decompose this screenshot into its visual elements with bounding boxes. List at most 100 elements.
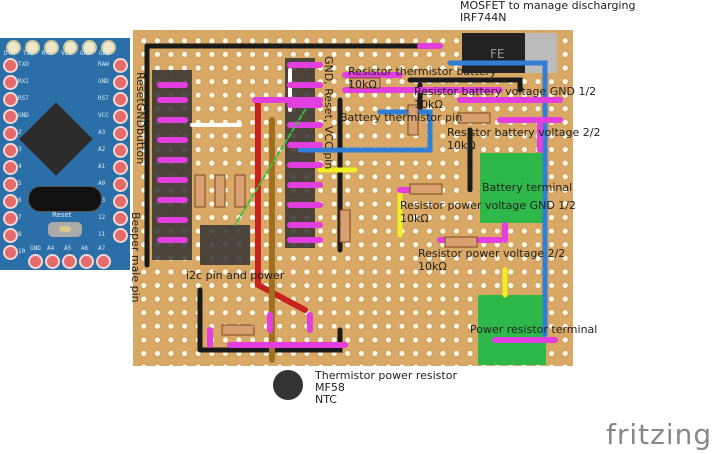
- pin[interactable]: [3, 126, 18, 141]
- wire-green-dashed: [234, 109, 306, 226]
- wire-black-top: [144, 43, 523, 353]
- label-mosfet: MOSFET to manage discharging: [460, 0, 636, 12]
- pin[interactable]: [113, 194, 128, 209]
- pin[interactable]: [44, 40, 59, 55]
- wire-red: [255, 97, 308, 313]
- pin[interactable]: [3, 194, 18, 209]
- power-resistor-terminal-block: [478, 295, 546, 365]
- pin[interactable]: [63, 40, 78, 55]
- pin[interactable]: [113, 160, 128, 175]
- label-mosfet-part: IRF744N: [460, 11, 507, 24]
- pin[interactable]: [45, 254, 60, 269]
- pin[interactable]: [113, 92, 128, 107]
- label-res-pow-22: Resistor power voltage 2/2: [418, 247, 566, 260]
- pin-label: A0: [98, 180, 106, 187]
- pin-label: RST: [98, 95, 109, 102]
- label-therm-model: MF58: [315, 381, 345, 394]
- pin-label: A3: [98, 129, 106, 136]
- pin-label: A4: [47, 245, 55, 252]
- label-therm-type: NTC: [315, 393, 337, 406]
- label-therm-power: Thermistor power resistor: [315, 369, 457, 382]
- pin-label: 12: [98, 214, 106, 221]
- pin[interactable]: [3, 211, 18, 226]
- label-beeper: Beeper male pin: [129, 212, 142, 303]
- pin-label: GND: [80, 50, 91, 57]
- wire-pink: [157, 43, 563, 348]
- pin[interactable]: [25, 40, 40, 55]
- pin[interactable]: [3, 92, 18, 107]
- pin[interactable]: [79, 254, 94, 269]
- pin[interactable]: [101, 40, 116, 55]
- resistor: [194, 174, 206, 208]
- resistor: [214, 174, 226, 208]
- label-power-res-terminal: Power resistor terminal: [470, 323, 598, 336]
- pin-label: VCC: [61, 50, 72, 57]
- resistor-power-22: [444, 236, 478, 248]
- pin[interactable]: [113, 211, 128, 226]
- pin[interactable]: [3, 160, 18, 175]
- pin[interactable]: [82, 40, 97, 55]
- pin-label: 11: [98, 231, 106, 238]
- pin-label: 4: [18, 163, 22, 170]
- resistor-thermistor-power: [221, 324, 255, 336]
- pin-label: VCC: [98, 112, 109, 119]
- pin[interactable]: [113, 75, 128, 90]
- pin[interactable]: [3, 143, 18, 158]
- pin[interactable]: [3, 58, 18, 73]
- mosfet-tab: [525, 33, 557, 73]
- label-battery-terminal: Battery terminal: [482, 181, 573, 194]
- pin-label: GND: [18, 112, 29, 119]
- battery-terminal-block: [480, 153, 544, 223]
- pin[interactable]: [62, 254, 77, 269]
- label-res-therm-batt-val: 10kΩ: [348, 78, 377, 91]
- label-res-therm-batt: Resistor thermistor battery: [348, 65, 497, 78]
- pin-label: A2: [98, 146, 106, 153]
- pin[interactable]: [3, 228, 18, 243]
- wire-blue: [297, 60, 548, 338]
- pin[interactable]: [113, 143, 128, 158]
- resistor-thermistor-battery: [349, 77, 381, 89]
- label-res-pow-22-val: 10kΩ: [418, 260, 447, 273]
- fritzing-watermark: fritzing: [606, 418, 713, 451]
- pin-label: 6: [18, 197, 22, 204]
- wire-yellow: [317, 167, 508, 298]
- label-batt-therm-pin: Battery thermistor pin: [340, 111, 463, 124]
- pin-label: GND: [30, 245, 41, 252]
- label-reset-gnd-button: ResetGNDbutton: [134, 72, 147, 165]
- pin-label: A7: [98, 245, 106, 252]
- pin[interactable]: [113, 177, 128, 192]
- pin[interactable]: [3, 109, 18, 124]
- pin-label: DTR: [4, 50, 15, 57]
- pin[interactable]: [113, 109, 128, 124]
- pin[interactable]: [113, 58, 128, 73]
- label-res-pow-gnd-val: 10kΩ: [400, 212, 429, 225]
- pin[interactable]: [3, 177, 18, 192]
- reset-button[interactable]: [48, 222, 82, 237]
- label-i2c: i2c pin and power: [186, 269, 285, 282]
- thermistor-ntc: [273, 370, 303, 400]
- pin-label: GND: [99, 50, 110, 57]
- pin-label: RST: [18, 95, 29, 102]
- resistor-battery-gnd: [407, 104, 419, 136]
- pin[interactable]: [113, 228, 128, 243]
- pin[interactable]: [28, 254, 43, 269]
- pin[interactable]: [113, 126, 128, 141]
- pin-label: RXI: [18, 78, 29, 85]
- resistors: [194, 77, 491, 336]
- pin-label: 7: [18, 214, 22, 221]
- pin[interactable]: [3, 75, 18, 90]
- pin-label: 5: [18, 180, 22, 187]
- pin[interactable]: [6, 40, 21, 55]
- label-res-batt-gnd: Resistor battery voltage GND 1/2: [414, 85, 597, 98]
- pin[interactable]: [96, 254, 111, 269]
- pin[interactable]: [3, 245, 18, 260]
- pin-label: A1: [98, 163, 106, 170]
- label-res-batt-22-val: 10kΩ: [447, 139, 476, 152]
- header-i2c: [200, 225, 250, 265]
- pin-label: RAW: [98, 61, 109, 68]
- pin-label: 2: [18, 129, 22, 136]
- pin-label: TXO: [23, 50, 34, 57]
- label-res-pow-gnd: Resistor power voltage GND 1/2: [400, 199, 577, 212]
